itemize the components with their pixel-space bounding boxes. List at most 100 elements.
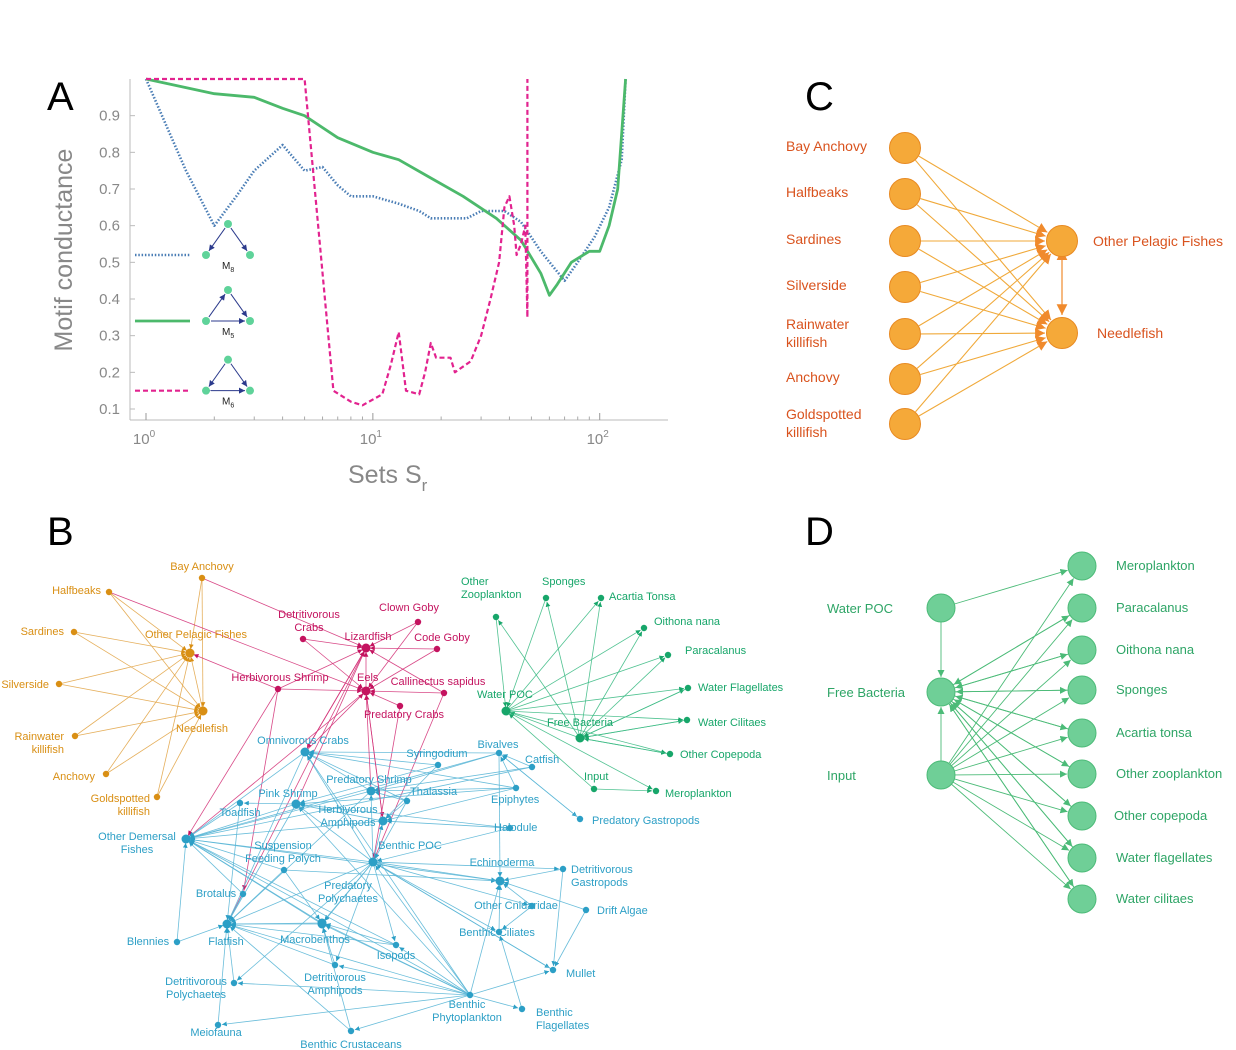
- network-edge: [108, 591, 363, 691]
- panel-d-right-label: Acartia tonsa: [1116, 725, 1193, 740]
- node-toadfish: Toadfish: [220, 799, 260, 819]
- panel-d-edge: [952, 615, 1070, 686]
- network-edge: [368, 794, 374, 863]
- panel-d-left-node: Input: [827, 760, 956, 790]
- node-syringodium: Syringodium: [406, 748, 468, 769]
- node-dot: [512, 784, 520, 792]
- node-dot: [434, 761, 442, 769]
- network-edge: [308, 753, 372, 792]
- node-label: Callinectus sapidus: [391, 676, 486, 688]
- node-dot: [55, 680, 63, 688]
- panel-c-edge: [918, 341, 1048, 417]
- motif-edge: [230, 293, 248, 318]
- node-flatfish: Flatfish: [208, 919, 244, 948]
- y-tick-label: 0.5: [99, 254, 120, 271]
- node-omnivorous-crabs: Omnivorous Crabs: [257, 735, 349, 757]
- panel-d-edge: [949, 619, 1073, 765]
- node-label: Free Bacteria: [547, 717, 614, 729]
- motif-node: [202, 317, 210, 325]
- panel-d-edge: [952, 781, 1070, 851]
- panel-c-source-node: Bay Anchovy: [786, 132, 921, 164]
- network-edge: [237, 981, 471, 996]
- node-input: Input: [584, 771, 608, 793]
- node-dot: [549, 966, 557, 974]
- node-circle: [1067, 718, 1097, 748]
- network-edge: [188, 690, 367, 837]
- panel-d-edge: [954, 568, 1068, 605]
- node-dot: [236, 799, 244, 807]
- panel-d-right-label: Water cilitaes: [1116, 891, 1194, 906]
- panel-c-source-label: Anchovy: [786, 369, 840, 385]
- node-dot: [664, 651, 672, 659]
- network-edge: [188, 577, 203, 650]
- panel-d-edge: [952, 697, 1070, 769]
- network-edge: [551, 868, 564, 967]
- node-dot: [559, 865, 567, 873]
- network-edge: [374, 800, 408, 859]
- panel-c-source-node: Sardines: [786, 225, 921, 257]
- network-edge: [156, 656, 191, 798]
- node-circle: [1067, 801, 1097, 831]
- network-edges: [58, 577, 689, 1032]
- network-edge: [374, 787, 517, 794]
- network-edge: [108, 591, 201, 709]
- node-lizardfish: Lizardfish: [344, 631, 392, 653]
- node-circle: [889, 178, 921, 210]
- node-needlefish: Needlefish: [176, 706, 228, 735]
- network-nodes: Bay AnchovyHalfbeaksSardinesSilversideRa…: [1, 561, 783, 1050]
- panel-d-right-label: Water flagellates: [1116, 850, 1213, 865]
- node-label: Input: [584, 771, 608, 783]
- network-edge: [189, 839, 285, 871]
- node-dot: [440, 689, 448, 697]
- panel-c-network: Bay AnchovyHalfbeaksSardinesSilversideRa…: [786, 132, 1223, 440]
- node-dot: [291, 799, 301, 809]
- node-halodule: Halodule: [494, 822, 537, 834]
- node-circle: [1067, 551, 1097, 581]
- node-other-copepoda: Other Copepoda: [666, 749, 762, 761]
- panel-c-edges: [914, 155, 1068, 417]
- network-edge: [229, 926, 352, 1032]
- node-label: Bivalves: [478, 739, 519, 751]
- network-edge: [200, 577, 206, 708]
- network-edge: [230, 924, 471, 996]
- node-label: Omnivorous Crabs: [257, 735, 349, 747]
- x-tick-label: 102: [587, 429, 610, 448]
- node-dot: [230, 979, 238, 987]
- x-tick-label: 100: [133, 429, 156, 448]
- network-edge: [501, 905, 533, 930]
- panel-c-source-node: Halfbeaks: [786, 178, 921, 210]
- network-edge: [386, 819, 511, 829]
- network-edge: [503, 881, 587, 911]
- network-edge: [176, 924, 224, 943]
- y-tick-label: 0.2: [99, 364, 120, 381]
- panel-c-edge: [918, 155, 1048, 233]
- node-dot: [392, 941, 400, 949]
- node-label: Sardines: [21, 626, 65, 638]
- network-edge: [325, 924, 471, 996]
- panel-c-edge: [915, 253, 1052, 413]
- node-dot: [105, 588, 113, 596]
- panel-c-target-label: Needlefish: [1097, 325, 1163, 341]
- y-axis-title: Motif conductance: [50, 149, 78, 352]
- network-edge: [376, 827, 511, 863]
- node-silverside: Silverside: [1, 679, 63, 691]
- node-dot: [597, 594, 605, 602]
- node-label: Predatory Shrimp: [326, 774, 412, 786]
- network-edge: [500, 756, 517, 789]
- network-edge: [188, 841, 244, 895]
- network-edge: [372, 705, 401, 859]
- network-edge: [189, 802, 241, 838]
- network-edge: [189, 766, 533, 840]
- node-label: Needlefish: [176, 723, 228, 735]
- node-dot: [366, 786, 376, 796]
